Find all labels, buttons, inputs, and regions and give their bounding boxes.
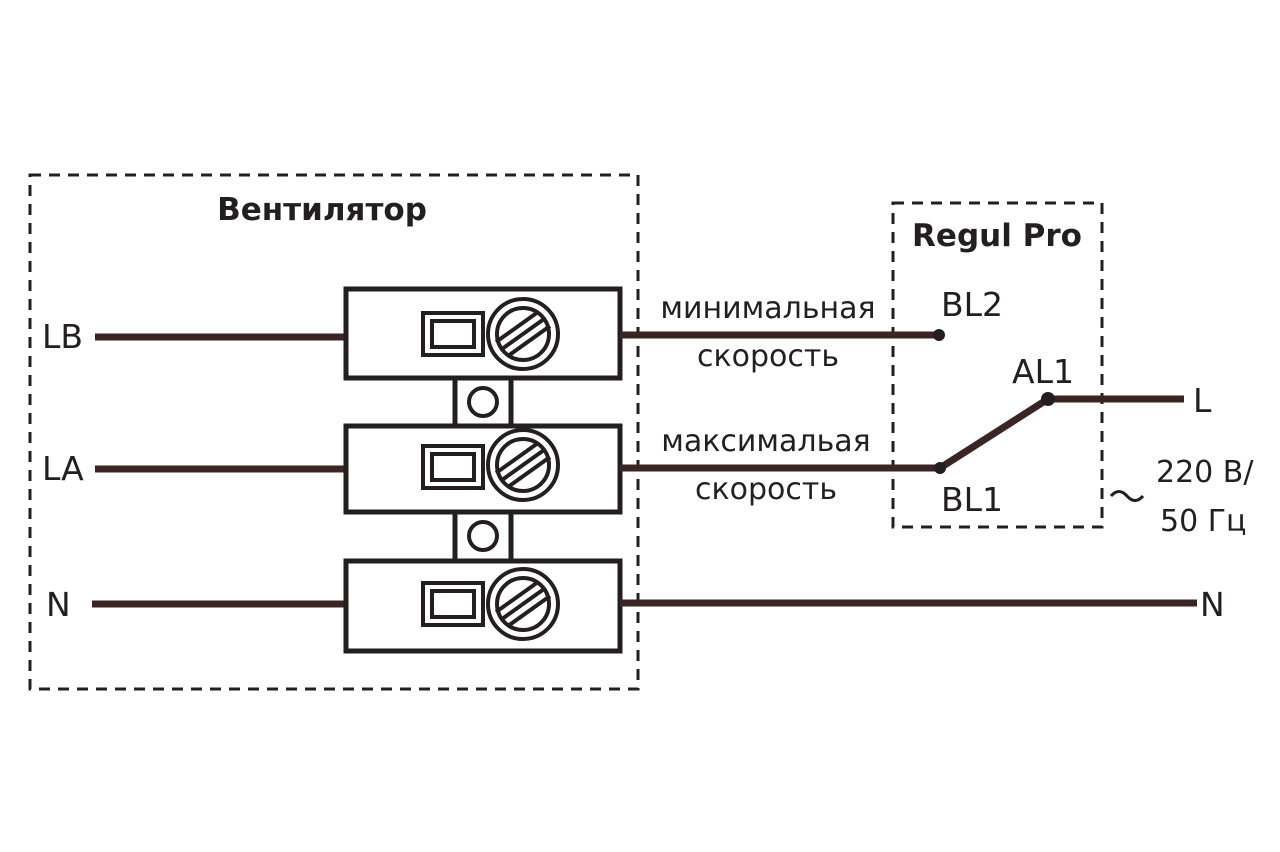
terminal-n [343, 558, 623, 654]
contact-al1-dot [1041, 392, 1055, 406]
label-neutral-n: N [1200, 585, 1225, 624]
regulator-enclosure [891, 201, 1104, 529]
label-bl1: BL1 [941, 480, 1003, 519]
label-phase-l: L [1193, 381, 1212, 420]
switch-arm [938, 396, 1050, 471]
fan-enclosure [28, 173, 640, 691]
terminal-la [343, 423, 623, 515]
fan-title: Вентилятор [217, 192, 427, 228]
label-voltage-1: 220 В/ [1156, 455, 1254, 490]
label-bl2: BL2 [941, 285, 1003, 324]
caption-max-speed-1: максимальая [661, 424, 870, 459]
label-al1: AL1 [1012, 352, 1074, 391]
label-la: LA [42, 449, 84, 488]
terminal-hole-2 [467, 520, 499, 552]
caption-min-speed-2: скорость [697, 339, 839, 374]
ac-tilde-icon [1109, 490, 1145, 502]
contact-bl1-dot [934, 462, 946, 474]
caption-min-speed-1: минимальная [660, 291, 875, 326]
label-voltage-2: 50 Гц [1160, 504, 1246, 539]
caption-max-speed-2: скорость [695, 472, 837, 507]
label-lb: LB [42, 317, 83, 356]
label-n-left: N [46, 585, 71, 624]
contact-bl2-dot [933, 329, 945, 341]
terminal-hole-1 [467, 386, 499, 418]
terminal-lb [343, 286, 623, 381]
regulator-title: Regul Pro [912, 218, 1082, 254]
